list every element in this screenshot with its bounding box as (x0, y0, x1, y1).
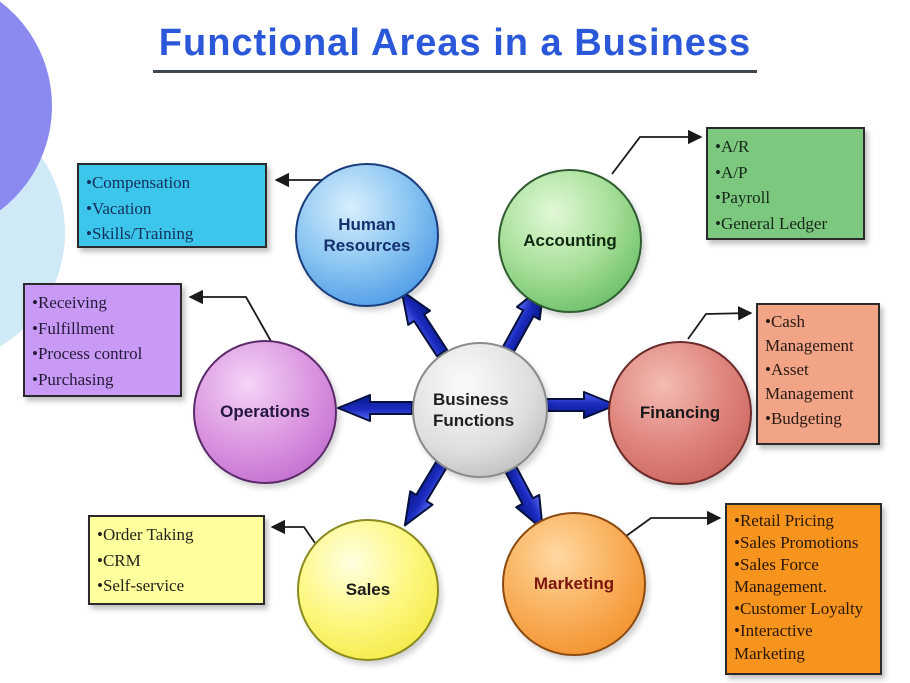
callout-item: Sales Promotions (734, 532, 876, 554)
connector-financing-box (687, 306, 753, 340)
callout-item: A/P (715, 160, 859, 186)
hub-business-functions: Business Functions (412, 342, 548, 478)
callout-financing: Cash Management Asset Management Budgeti… (756, 303, 880, 445)
callout-item: A/R (715, 134, 859, 160)
callout-item: Fulfillment (32, 316, 176, 342)
callout-item: Skills/Training (86, 221, 261, 247)
callout-item: Self-service (97, 573, 259, 599)
circle-accounting: Accounting (498, 169, 642, 313)
arrow-hub-to-financing (541, 391, 617, 419)
circle-label: Accounting (523, 231, 617, 251)
connector-sales-box (270, 519, 316, 544)
callout-item: Customer Loyalty (734, 598, 876, 620)
callout-item: Interactive Marketing (734, 620, 876, 664)
arrow-hub-to-human-resources (400, 289, 449, 358)
callout-item: Vacation (86, 196, 261, 222)
circle-label: Sales (345, 580, 391, 600)
hub-label: Business Functions (433, 389, 515, 430)
callout-accounting: A/R A/P Payroll General Ledger (706, 127, 865, 240)
callout-marketing: Retail Pricing Sales Promotions Sales Fo… (725, 503, 882, 675)
circle-human-resources: Human Resources (295, 163, 439, 307)
callout-item: Retail Pricing (734, 510, 876, 532)
callout-item: Receiving (32, 290, 176, 316)
callout-item: Budgeting (765, 407, 874, 431)
arrow-hub-to-sales (403, 457, 450, 527)
circle-label: Financing (639, 403, 721, 423)
callout-operations: Receiving Fulfillment Process control Pu… (23, 283, 182, 397)
circle-marketing: Marketing (502, 512, 646, 656)
circle-sales: Sales (297, 519, 439, 661)
callout-item: Purchasing (32, 367, 176, 393)
connector-accounting-box (611, 129, 703, 175)
arrow-hub-to-operations (337, 394, 413, 422)
callout-item: Sales Force Management. (734, 554, 876, 598)
callout-item: Asset Management (765, 358, 874, 406)
callout-item: Compensation (86, 170, 261, 196)
circle-label: Operations (220, 402, 310, 422)
callout-item: Cash Management (765, 310, 874, 358)
callout-item: Process control (32, 341, 176, 367)
page-title: Functional Areas in a Business (152, 22, 758, 73)
callout-item: CRM (97, 548, 259, 574)
callout-sales: Order Taking CRM Self-service (88, 515, 265, 605)
arrow-hub-to-marketing (501, 460, 544, 531)
callout-human-resources: Compensation Vacation Skills/Training (77, 163, 267, 248)
circle-label: Human Resources (323, 214, 411, 255)
circle-financing: Financing (608, 341, 752, 485)
callout-item: General Ledger (715, 211, 859, 237)
connector-operations-box (188, 289, 273, 344)
circle-label: Marketing (533, 574, 615, 594)
callout-item: Order Taking (97, 522, 259, 548)
callout-item: Payroll (715, 185, 859, 211)
circle-operations: Operations (193, 340, 337, 484)
connector-marketing-box (621, 510, 722, 540)
